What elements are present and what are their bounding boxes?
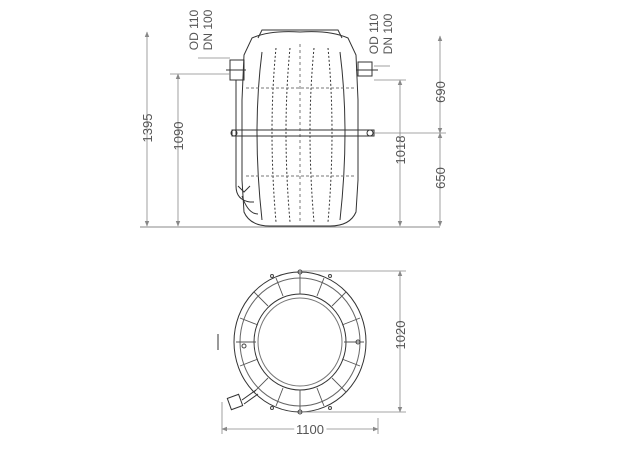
label-depth: 1020 — [393, 321, 408, 350]
top-bolts — [241, 269, 361, 415]
tank-rib-1 — [271, 47, 291, 223]
tank-rib-4 — [256, 51, 263, 221]
top-outer-ring — [233, 271, 367, 413]
middle-pipe — [231, 129, 375, 137]
label-width: 1100 — [296, 422, 324, 437]
top-view — [217, 269, 367, 415]
inlet-elbow — [237, 185, 259, 215]
outlet-pipe — [357, 61, 373, 77]
label-outlet-height: 1018 — [393, 136, 408, 165]
label-outlet-od: OD 110 — [367, 13, 381, 54]
top-labels: 1100 1020 — [293, 321, 408, 440]
label-outlet-dn: DN 100 — [381, 13, 395, 54]
side-view — [140, 29, 440, 228]
top-inlet-pipe — [241, 389, 259, 405]
tank-outline — [241, 31, 359, 227]
label-upper-part: 690 — [433, 81, 448, 103]
tank-lid — [257, 29, 343, 39]
pipe-flange-left — [230, 129, 238, 137]
top-inner-ring — [253, 293, 347, 391]
inlet-dip-pipe — [235, 80, 254, 203]
top-inlet-fitting — [226, 393, 244, 411]
tank-rib-3 — [339, 51, 346, 221]
top-radial-segments — [236, 274, 364, 410]
top-dimensions — [221, 270, 406, 434]
label-inlet-od: OD 110 — [187, 9, 201, 50]
label-total-height: 1395 — [140, 114, 155, 143]
side-dimensions — [144, 31, 446, 227]
tank-rib-2 — [309, 47, 333, 223]
side-labels: 1395 1090 1018 690 650 OD 110 DN 100 OD … — [140, 9, 448, 189]
pipe-flange-right — [366, 129, 374, 137]
label-inlet-dn: DN 100 — [201, 9, 215, 50]
label-lower-part: 650 — [433, 167, 448, 189]
label-inlet-height: 1090 — [171, 122, 186, 151]
top-inner-ring-2 — [257, 297, 343, 387]
